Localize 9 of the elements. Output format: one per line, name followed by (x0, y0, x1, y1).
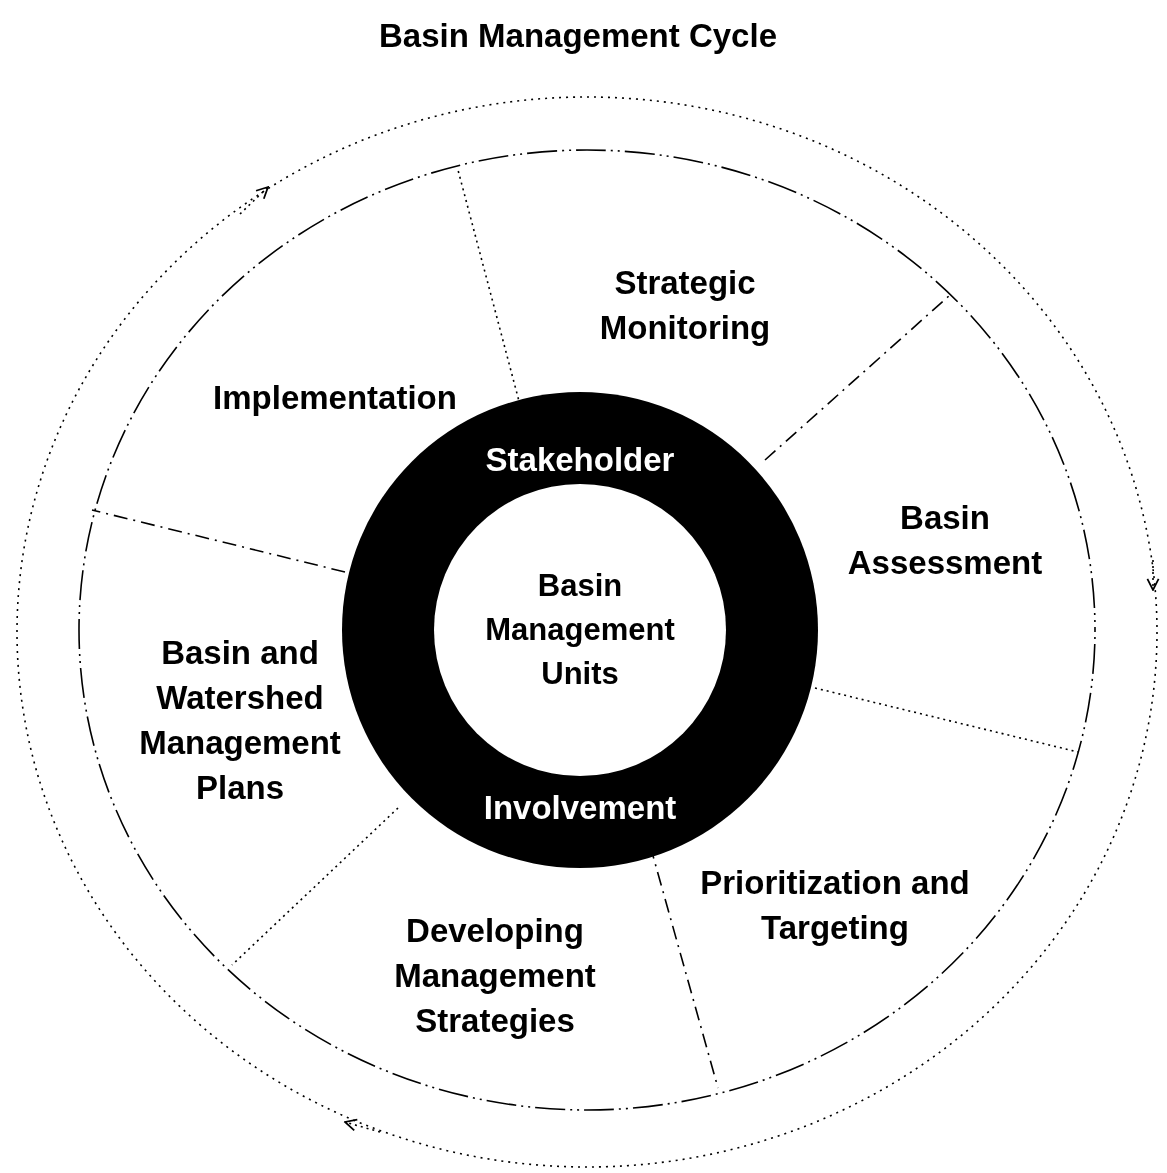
segment-label: Basin and Watershed Management Plans (138, 633, 342, 808)
segment-label: Strategic Monitoring (598, 263, 772, 348)
center-label: Basin Management Units (484, 567, 676, 693)
segment-label: Prioritization and Targeting (700, 863, 970, 948)
segment-label: Basin Assessment (846, 498, 1044, 583)
ring-label: Involvement (482, 788, 678, 828)
segment-label: Implementation (213, 378, 457, 418)
ring-label: Stakeholder (484, 440, 676, 480)
segment-label: Developing Management Strategies (393, 910, 597, 1041)
